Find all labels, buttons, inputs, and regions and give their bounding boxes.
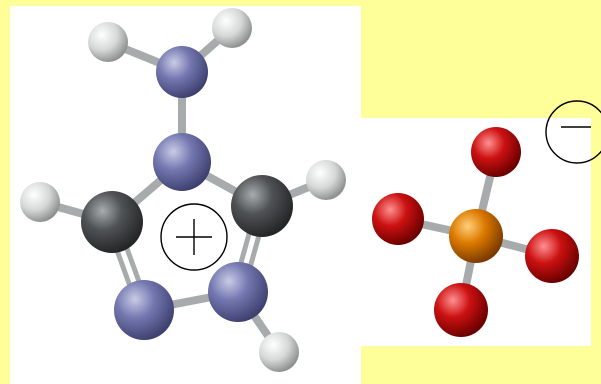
oxygen-left-atom <box>372 193 424 245</box>
ring-nitrogen-bottom-right-atom <box>208 262 268 322</box>
positive-charge-symbol <box>160 203 228 271</box>
phosphorus-atom <box>449 209 503 263</box>
negative-charge-symbol <box>545 100 601 164</box>
carbon-hydrogen-right-atom <box>306 160 346 200</box>
oxygen-right-atom <box>525 229 579 283</box>
oxygen-top-atom <box>471 127 521 177</box>
ring-nitrogen-bottom-left-atom <box>114 280 174 340</box>
amino-hydrogen-right-atom <box>212 8 252 48</box>
ring-carbon-left-atom <box>81 191 143 253</box>
nitrogen-hydrogen-bottom-atom <box>259 332 299 372</box>
oxygen-bottom-atom <box>434 283 488 337</box>
ring-carbon-right-atom <box>231 175 293 237</box>
amino-nitrogen-atom <box>156 46 208 98</box>
negative-charge-ring <box>545 100 601 164</box>
carbon-hydrogen-left-atom <box>20 182 60 222</box>
ring-nitrogen-top-atom <box>153 133 211 191</box>
positive-charge-ring <box>160 203 228 271</box>
right-molecule-atoms <box>372 127 579 337</box>
amino-hydrogen-left-atom <box>88 22 128 62</box>
left-molecule-atoms <box>20 8 346 372</box>
